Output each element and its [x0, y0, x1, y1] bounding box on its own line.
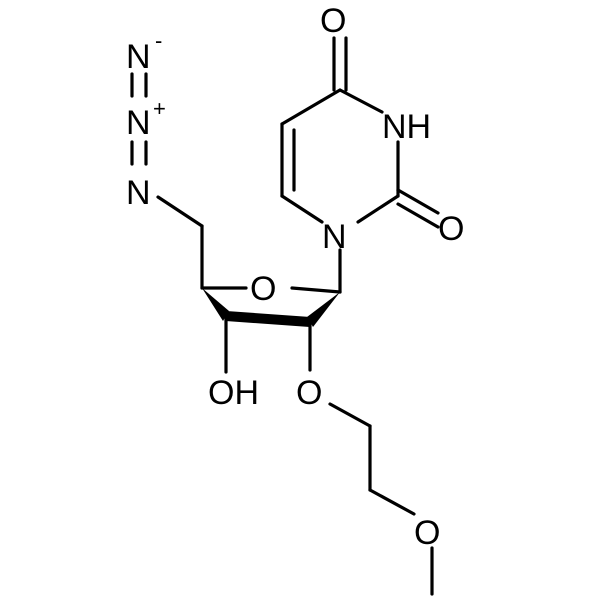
- azide-n-terminal-charge: -: [155, 28, 162, 53]
- atom-labels: N - N + N O OH O O N NH O O: [126, 2, 464, 552]
- bond-c2-o-a: [396, 188, 440, 215]
- bold-bond-c3-c2: [225, 311, 311, 327]
- azide-n-terminal-label: N: [126, 38, 151, 76]
- carbonyl-o-right-label: O: [438, 210, 464, 248]
- uracil-ring-bonds: [280, 36, 440, 229]
- bond-c2-n1: [356, 194, 400, 224]
- bond-ch2b-o: [368, 488, 416, 516]
- n1-label: N: [322, 218, 347, 256]
- carbonyl-o-top-label: O: [320, 2, 346, 40]
- azide-n-middle-label: N: [126, 104, 151, 142]
- ether-oxygen-1-label: O: [296, 374, 322, 412]
- wedge-c4-c3: [202, 288, 229, 321]
- bond-c5-c4: [280, 88, 342, 126]
- azide-n-attached-label: N: [126, 174, 151, 212]
- nh-label: NH: [382, 108, 431, 146]
- wedge-c1-c2: [307, 292, 340, 327]
- hydroxyl-label: OH: [208, 374, 259, 412]
- bond-n-ch2: [156, 195, 204, 228]
- ether-oxygen-2-label: O: [414, 514, 440, 552]
- bond-o-ch2a: [328, 402, 372, 428]
- azide-n-middle-charge: +: [153, 96, 166, 121]
- ring-oxygen-label: O: [250, 270, 276, 308]
- bond-c4-n3: [338, 88, 384, 114]
- azide-bonds: [130, 72, 204, 228]
- bond-n1-c6: [280, 194, 324, 224]
- bond-c2-o-b: [396, 202, 440, 229]
- sugar-ring-bonds: [200, 224, 342, 374]
- bond-o4-c1: [290, 286, 342, 294]
- methoxyethoxy-bonds: [328, 402, 434, 596]
